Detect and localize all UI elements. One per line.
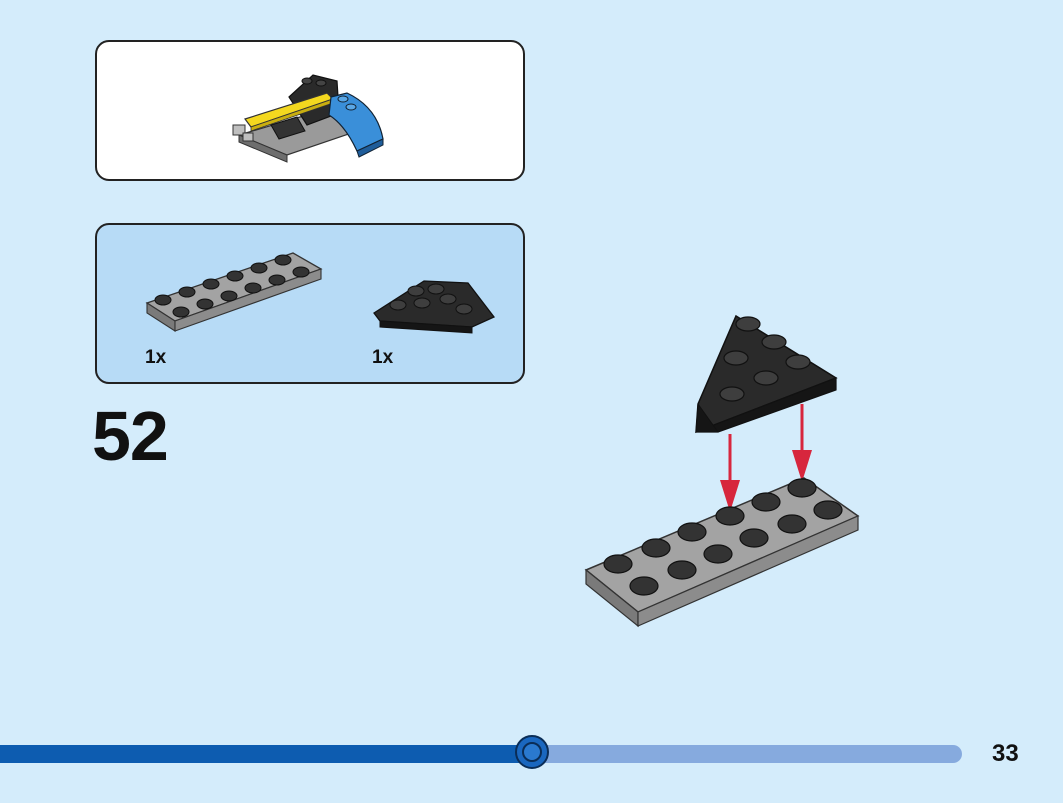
step-number: 52 — [92, 397, 169, 475]
parts-list-panel: 1x 1x — [95, 223, 525, 384]
progress-fill — [0, 745, 532, 763]
part-qty-black-wedge: 1x — [372, 347, 394, 368]
page-number: 33 — [992, 740, 1019, 767]
black-wedge-plate-icon — [373, 280, 496, 334]
submodel-preview-panel — [95, 40, 525, 181]
assembly-illustration — [584, 314, 860, 628]
progress-bar — [0, 735, 962, 769]
submodel-preview-illustration — [232, 74, 384, 163]
progress-knob — [515, 735, 549, 769]
part-qty-gray-plate: 1x — [145, 347, 167, 368]
red-arrow-icon — [720, 404, 812, 512]
gray-plate-2x6-icon — [145, 252, 323, 333]
